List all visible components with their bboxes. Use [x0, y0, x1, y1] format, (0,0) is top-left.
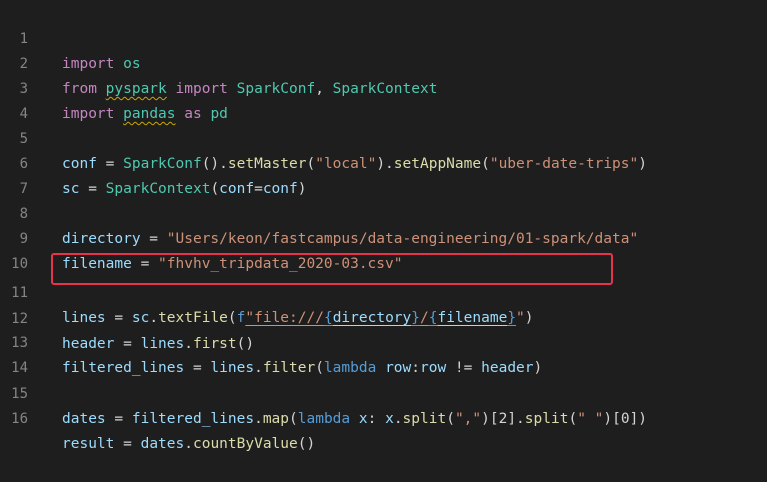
line-number: 14 [11, 360, 28, 376]
line-number: 12 [11, 311, 28, 327]
code-line[interactable]: 11 lines = sc.textFile(f"file:///{direct… [0, 256, 767, 326]
line-number: 3 [19, 81, 28, 97]
code-text[interactable]: from pyspark import SparkConf, SparkCont… [62, 81, 438, 97]
code-line[interactable]: 10 [0, 227, 767, 272]
highlight-box [51, 253, 613, 285]
line-number: 15 [11, 386, 28, 402]
line-number: 10 [11, 256, 28, 272]
code-text[interactable]: header = lines.first() [62, 336, 255, 352]
line-number: 11 [11, 285, 28, 301]
line-number: 5 [19, 131, 28, 147]
line-number: 4 [19, 106, 28, 122]
code-text[interactable]: sc = SparkContext(conf=conf) [62, 181, 307, 197]
code-line[interactable]: 12 header = lines.first() [0, 282, 767, 352]
code-line[interactable]: 14 [0, 331, 767, 376]
code-text[interactable]: result = dates.countByValue() [62, 436, 316, 452]
code-line[interactable]: 15 dates = filtered_lines.map(lambda x: … [0, 357, 767, 427]
line-number: 6 [19, 156, 28, 172]
line-number: 9 [19, 231, 28, 247]
line-number: 8 [19, 206, 28, 222]
line-number: 7 [19, 181, 28, 197]
line-number: 2 [19, 56, 28, 72]
code-text[interactable]: dates = filtered_lines.map(lambda x: x.s… [62, 411, 648, 427]
code-line[interactable]: 5 conf = SparkConf().setMaster("local").… [0, 102, 767, 172]
code-text[interactable]: filtered_lines = lines.filter(lambda row… [62, 360, 543, 376]
code-line[interactable]: 4 [0, 77, 767, 122]
line-number: 1 [19, 31, 28, 47]
code-text[interactable]: directory = "Users/keon/fastcampus/data-… [62, 231, 639, 247]
code-line[interactable]: 3 import pandas as pd [0, 52, 767, 122]
code-line[interactable]: 7 [0, 152, 767, 197]
line-number: 16 [11, 411, 28, 427]
code-line[interactable]: 9 filename = "fhvhv_tripdata_2020-03.csv… [0, 202, 767, 272]
code-editor[interactable]: 1 import os 2 from pyspark import SparkC… [0, 0, 767, 452]
code-text[interactable]: conf = SparkConf().setMaster("local").se… [62, 156, 647, 172]
code-line[interactable]: 8 directory = "Users/keon/fastcampus/dat… [0, 177, 767, 247]
code-text[interactable]: filename = "fhvhv_tripdata_2020-03.csv" [62, 256, 403, 272]
code-line[interactable]: 6 sc = SparkContext(conf=conf) [0, 127, 767, 197]
code-line[interactable]: 16 result = dates.countByValue() [0, 382, 767, 452]
code-line[interactable]: 1 import os [0, 2, 767, 72]
code-line[interactable]: 13 filtered_lines = lines.filter(lambda … [0, 306, 767, 376]
code-text[interactable]: import os [62, 56, 141, 72]
code-text[interactable]: import pandas as pd [62, 106, 228, 122]
code-text[interactable]: lines = sc.textFile(f"file:///{directory… [62, 310, 534, 326]
code-line[interactable]: 2 from pyspark import SparkConf, SparkCo… [0, 27, 767, 97]
line-number: 13 [11, 335, 28, 351]
